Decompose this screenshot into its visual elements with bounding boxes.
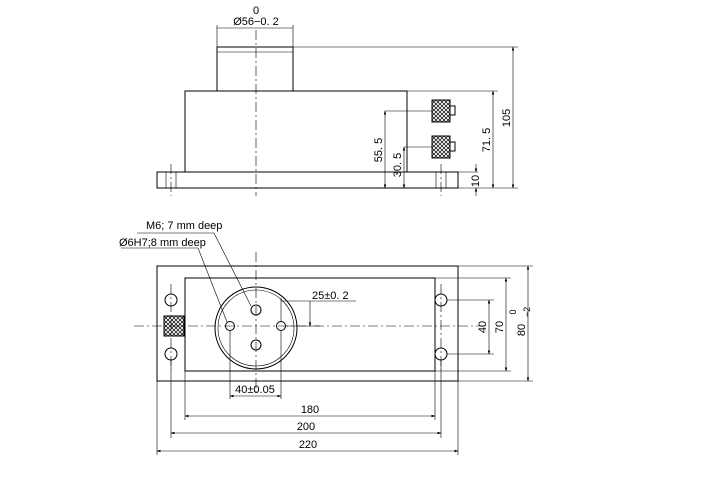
dim-80-tol-upper: 0 (508, 309, 518, 314)
top-base-outline (156, 265, 459, 382)
side-connector-upper (431, 99, 451, 123)
dim-70: 70 (494, 321, 506, 333)
top-cylinder (216, 46, 294, 92)
dim-200: 200 (297, 421, 315, 433)
top-view: M6; 7 mm deep Ø6H7;8 mm deep 25±0. 2 40±… (119, 220, 533, 455)
dim-10: 10 (470, 175, 482, 187)
dim-71-5: 71. 5 (481, 128, 493, 152)
top-diameter-label: Ø56−0. 2 (233, 16, 279, 28)
top-tolerance-label: 0 (253, 5, 259, 17)
dim-220: 220 (299, 439, 317, 451)
side-view: 0 Ø56−0. 2 105 71. 5 55. 5 30. 5 10 (156, 5, 518, 196)
dim-40-05: 40±0.05 (235, 384, 275, 396)
base-plate (156, 171, 459, 189)
dim-180: 180 (301, 404, 319, 416)
dim-80: 80 (516, 324, 528, 336)
dim-40: 40 (477, 321, 489, 333)
dim-55-5: 55. 5 (373, 138, 385, 162)
m6-label: M6; 7 mm deep (146, 220, 222, 232)
dim-80-tol-lower: −2 (522, 307, 532, 317)
d6-label: Ø6H7;8 mm deep (119, 237, 206, 249)
dim-105: 105 (501, 109, 513, 127)
side-connector-lower (431, 135, 451, 159)
top-body-outline (184, 277, 436, 372)
dim-30-5: 30. 5 (392, 153, 404, 177)
dim-25: 25±0. 2 (312, 290, 349, 302)
